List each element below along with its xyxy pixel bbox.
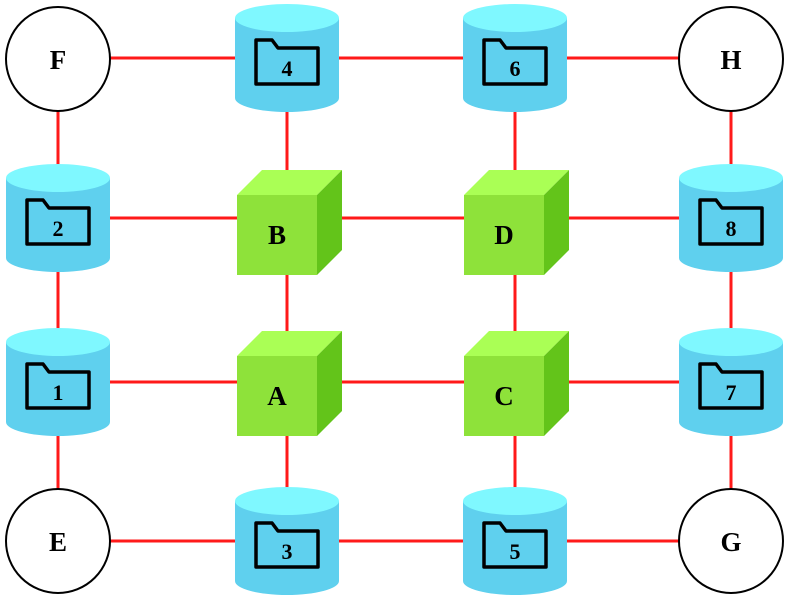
folder-icon: [254, 38, 320, 86]
node-G: G: [678, 488, 784, 594]
edges: [56, 56, 733, 543]
node-H: H: [678, 6, 784, 112]
node-5: 5: [463, 487, 567, 595]
node-C: C: [464, 331, 569, 436]
folder-icon: [254, 521, 320, 569]
node-8: 8: [679, 164, 783, 272]
folder-icon: [482, 38, 548, 86]
node-6: 6: [463, 4, 567, 112]
folder-icon: [698, 198, 764, 246]
node-E-label: E: [49, 527, 67, 557]
node-6-label: 6: [510, 56, 521, 81]
nodes: F H E G B D A: [5, 4, 784, 595]
node-G-label: G: [720, 527, 741, 557]
node-A-label: A: [267, 381, 287, 411]
node-D-label: D: [494, 220, 514, 250]
node-H-label: H: [720, 45, 741, 75]
node-B: B: [237, 170, 342, 275]
node-B-label: B: [268, 220, 286, 250]
folder-icon: [698, 362, 764, 410]
folder-icon: [482, 521, 548, 569]
node-2: 2: [6, 164, 110, 272]
node-F-label: F: [50, 45, 67, 75]
node-4-label: 4: [282, 56, 293, 81]
node-D: D: [464, 170, 569, 275]
folder-icon: [25, 362, 91, 410]
node-1: 1: [6, 328, 110, 436]
node-7-label: 7: [726, 380, 737, 405]
node-5-label: 5: [510, 539, 521, 564]
node-1-label: 1: [53, 380, 64, 405]
node-7: 7: [679, 328, 783, 436]
node-E: E: [5, 488, 111, 594]
node-C-label: C: [494, 381, 514, 411]
node-A: A: [237, 331, 342, 436]
node-3-label: 3: [282, 539, 293, 564]
node-2-label: 2: [53, 216, 64, 241]
folder-icon: [25, 198, 91, 246]
node-8-label: 8: [726, 216, 737, 241]
node-3: 3: [235, 487, 339, 595]
node-F: F: [5, 6, 111, 112]
node-4: 4: [235, 4, 339, 112]
